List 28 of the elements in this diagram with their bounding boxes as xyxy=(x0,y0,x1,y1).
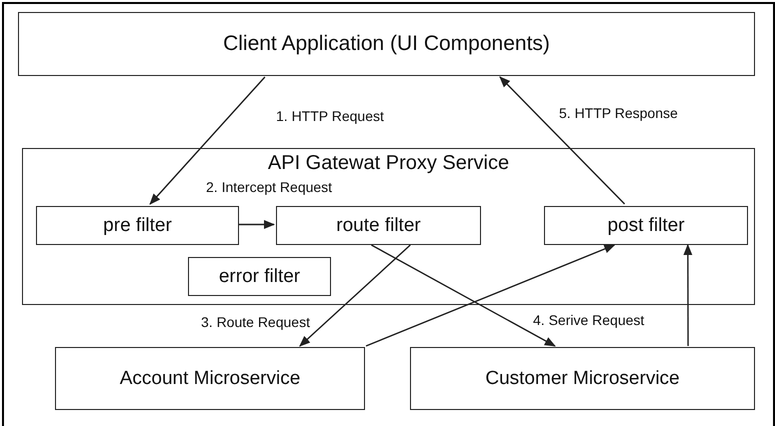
box-label: post filter xyxy=(607,214,685,236)
box-label: error filter xyxy=(218,266,300,288)
arrow xyxy=(683,244,692,346)
container-title: API Gatewat Proxy Service xyxy=(268,152,510,175)
edge-label: 5. HTTP Response xyxy=(558,105,679,121)
process-box xyxy=(544,206,748,245)
edge-label: 4. Serive Request xyxy=(532,312,646,328)
box-label: route filter xyxy=(336,214,421,236)
process-box xyxy=(18,12,755,76)
note-text: 2. Intercept Request xyxy=(205,179,334,195)
process-box xyxy=(55,347,365,410)
arrow xyxy=(499,76,626,204)
arrow xyxy=(366,244,616,347)
arrow xyxy=(149,76,266,205)
edge-label: 1. HTTP Request xyxy=(275,108,385,124)
arrow xyxy=(239,220,276,229)
box-label: Customer Microservice xyxy=(485,368,680,390)
box-label: Client Application (UI Components) xyxy=(223,32,550,56)
process-box xyxy=(276,206,481,245)
process-box xyxy=(36,206,239,245)
edge-label: 3. Route Request xyxy=(200,314,311,330)
box-label: pre filter xyxy=(103,214,172,236)
process-box xyxy=(410,347,755,410)
process-box xyxy=(188,257,331,296)
box-label: Account Microservice xyxy=(120,368,300,390)
arrow xyxy=(299,244,411,347)
arrow xyxy=(371,244,556,347)
service-container xyxy=(22,148,755,305)
